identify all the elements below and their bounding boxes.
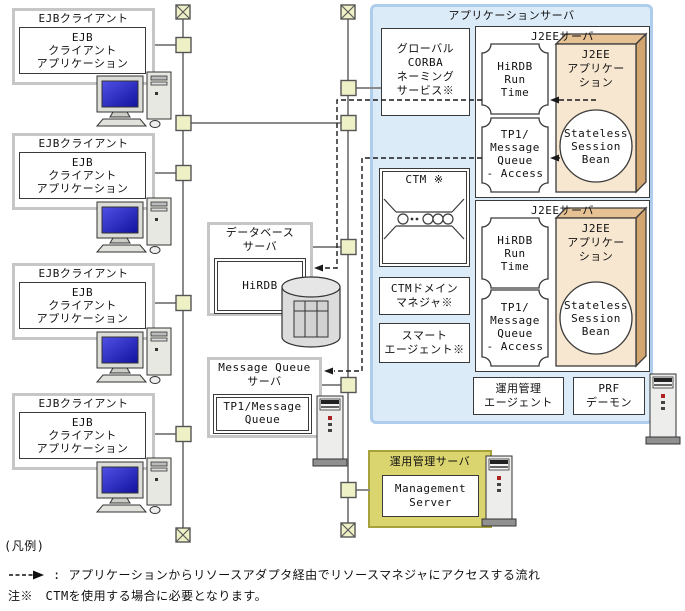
hirdb-label: HiRDB xyxy=(242,279,278,292)
ejb-client-title-1: EJBクライアント xyxy=(38,12,129,25)
ejb-client-app-label-4: EJB クライアント アプリケーション xyxy=(36,416,129,455)
ejb-client-app-label-1: EJB クライアント アプリケーション xyxy=(36,31,129,70)
prf-daemon-label: PRF デーモン xyxy=(586,382,632,409)
prf-daemon-box xyxy=(573,377,645,415)
mgmt-server-title: 運用管理サーバ xyxy=(389,455,471,468)
smart-agent-label: スマート エージェント※ xyxy=(384,329,465,356)
ejb-client-title-4: EJBクライアント xyxy=(38,397,129,410)
tp1-mq-label: TP1/Message Queue xyxy=(223,400,302,426)
tp1-mq-access-label-2: TP1/ Message Queue - Access xyxy=(486,301,544,353)
ejb-client-app-label-2: EJB クライアント アプリケーション xyxy=(36,156,129,195)
legend-flow-text: : アプリケーションからリソースアダプタ経由でリソースマネジャにアクセスする流れ xyxy=(53,568,541,582)
ctm-domain-label: CTMドメイン マネジャ※ xyxy=(390,282,459,309)
legend-flow-row: : アプリケーションからリソースアダプタ経由でリソースマネジャにアクセスする流れ xyxy=(8,566,680,583)
j2ee-server-title-1: J2EEサーバ xyxy=(531,30,594,43)
legend-note: 注※ CTMを使用する場合に必要となります。 xyxy=(8,589,268,603)
legend-heading: (凡例) xyxy=(4,539,45,553)
ejb-client-app-label-3: EJB クライアント アプリケーション xyxy=(36,286,129,325)
hirdb-runtime-label-1: HiRDB Run Time xyxy=(497,60,533,99)
tp1-mq-box xyxy=(213,394,312,434)
app-server-title: アプリケーションサーバ xyxy=(448,9,575,22)
stateless-bean-label-1: Stateless Session Bean xyxy=(563,127,629,166)
hirdb-runtime-label-2: HiRDB Run Time xyxy=(497,234,533,273)
ctm-title: CTM ※ xyxy=(405,173,444,186)
db-server-title: データベース サーバ xyxy=(225,226,295,253)
j2ee-app-label-2: J2EE アプリケー ション xyxy=(567,222,625,263)
global-naming-label: グローバル CORBA ネーミング サービス※ xyxy=(396,42,455,97)
ejb-client-title-2: EJBクライアント xyxy=(38,137,129,150)
ops-agent-box xyxy=(473,377,564,415)
mgmt-server-label: Management Server xyxy=(394,482,467,509)
tp1-mq-access-label-1: TP1/ Message Queue - Access xyxy=(486,128,544,180)
mq-server-title: Message Queue サーバ xyxy=(218,361,311,388)
dashed-arrow-icon xyxy=(9,570,44,579)
j2ee-app-label-1: J2EE アプリケー ション xyxy=(567,48,625,89)
ejb-client-app-box-4 xyxy=(19,412,146,459)
ejb-client-app-box-2 xyxy=(19,152,146,199)
j2ee-server-title-2: J2EEサーバ xyxy=(531,204,594,217)
ops-agent-label: 運用管理 エージェント xyxy=(484,382,553,409)
ejb-client-app-box-1 xyxy=(19,27,146,74)
stateless-bean-label-2: Stateless Session Bean xyxy=(563,299,629,338)
ejb-client-app-box-3 xyxy=(19,282,146,329)
ejb-client-title-3: EJBクライアント xyxy=(38,267,129,280)
mgmt-server-inner-box xyxy=(382,475,479,517)
